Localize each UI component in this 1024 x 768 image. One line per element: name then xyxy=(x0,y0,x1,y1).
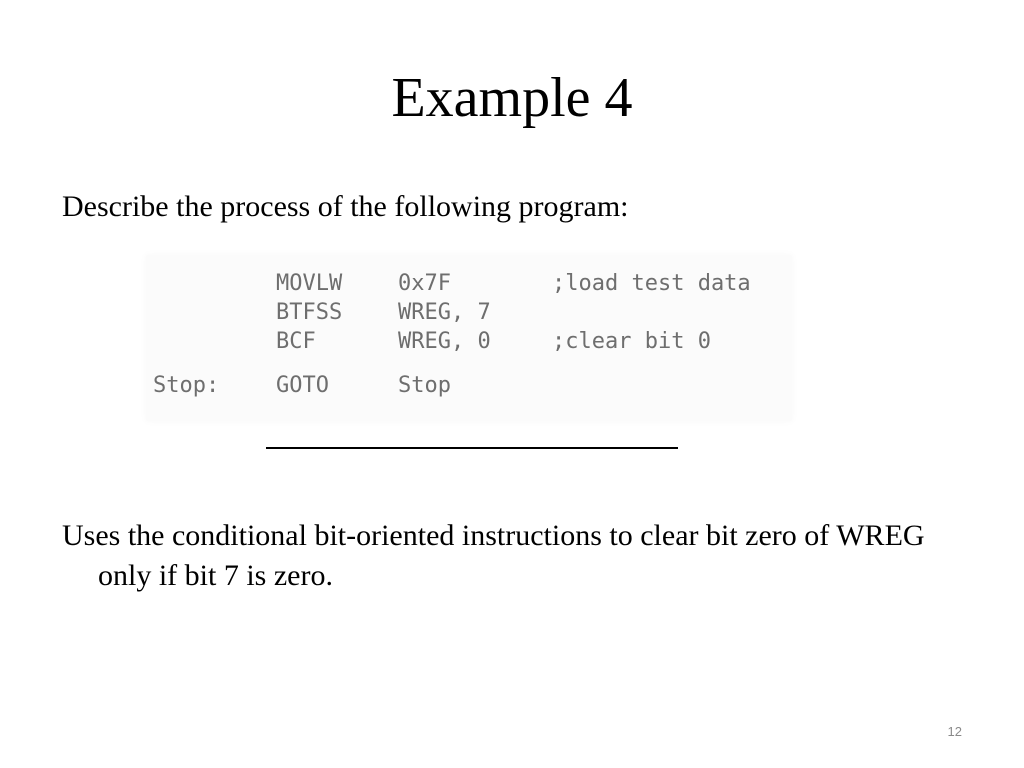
answer-blank-line xyxy=(266,447,678,449)
code-line-3: BCF WREG, 0 ;clear bit 0 xyxy=(146,328,792,356)
code-comment: ;load test data xyxy=(552,271,751,296)
page-number: 12 xyxy=(947,724,962,739)
slide-title: Example 4 xyxy=(391,67,633,129)
answer-text: Uses the conditional bit-oriented instru… xyxy=(62,519,925,592)
code-line-1: MOVLW 0x7F ;load test data xyxy=(146,270,792,298)
code-opcode: MOVLW xyxy=(276,271,343,296)
code-line-2: BTFSS WREG, 7 xyxy=(146,299,792,327)
code-operand: WREG, 7 xyxy=(398,300,491,325)
code-opcode: GOTO xyxy=(276,373,329,398)
code-opcode: BCF xyxy=(276,329,316,354)
code-opcode: BTFSS xyxy=(276,300,343,325)
code-label: Stop: xyxy=(153,373,220,398)
code-operand: WREG, 0 xyxy=(398,329,491,354)
code-line-4: Stop: GOTO Stop xyxy=(146,372,792,400)
code-operand: Stop xyxy=(398,373,451,398)
question-prompt: Describe the process of the following pr… xyxy=(62,190,629,223)
code-operand: 0x7F xyxy=(398,271,451,296)
code-listing-image: MOVLW 0x7F ;load test data BTFSS WREG, 7… xyxy=(146,255,792,421)
code-comment: ;clear bit 0 xyxy=(552,329,711,354)
